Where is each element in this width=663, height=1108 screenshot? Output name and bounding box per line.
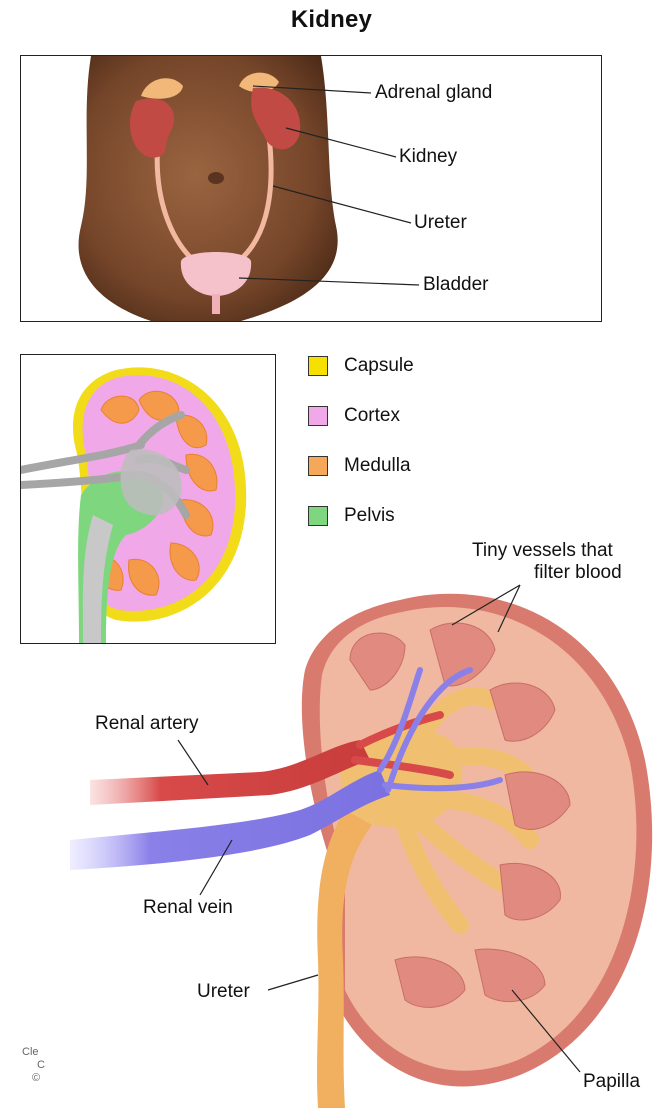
label-tiny-vessels-line1: Tiny vessels that [472,541,613,560]
capsule-swatch [308,356,328,376]
renal-pelvis [340,730,462,880]
kidney-section-colored [21,355,275,643]
label-detail-ureter: Ureter [197,982,250,1001]
credit-text: Cle C © [22,1046,45,1085]
vein-branches [380,670,500,790]
legend-label: Medulla [344,456,411,475]
body-illustration-panel: Adrenal gland Kidney Ureter Bladder [20,55,602,322]
label-kidney: Kidney [399,147,457,166]
renal-pyramids [350,623,570,1007]
label-adrenal-gland: Adrenal gland [375,83,492,102]
label-renal-artery: Renal artery [95,714,199,733]
detail-ureter [317,810,372,1108]
legend-label: Capsule [344,356,414,375]
label-renal-vein: Renal vein [143,898,233,917]
renal-artery [90,740,370,805]
kidney-cortex [320,607,637,1071]
legend-label: Pelvis [344,506,395,525]
navel [208,172,224,184]
label-ureter: Ureter [414,213,467,232]
label-papilla: Papilla [583,1072,640,1091]
kidney-capsule [302,594,652,1087]
label-bladder: Bladder [423,275,489,294]
kidney-section-inset [20,354,276,644]
body-illustration [21,56,601,321]
pelvis-swatch [308,506,328,526]
label-tiny-vessels-line2: filter blood [534,563,622,582]
renal-vein [70,770,390,870]
legend-label: Cortex [344,406,400,425]
medulla-swatch [308,456,328,476]
page-title: Kidney [0,6,663,34]
credit-line: C [22,1059,45,1072]
cortex-swatch [308,406,328,426]
credit-line: Cle [22,1046,45,1059]
calyces [405,696,530,925]
credit-line: © [22,1072,45,1085]
artery-branches [355,715,450,775]
